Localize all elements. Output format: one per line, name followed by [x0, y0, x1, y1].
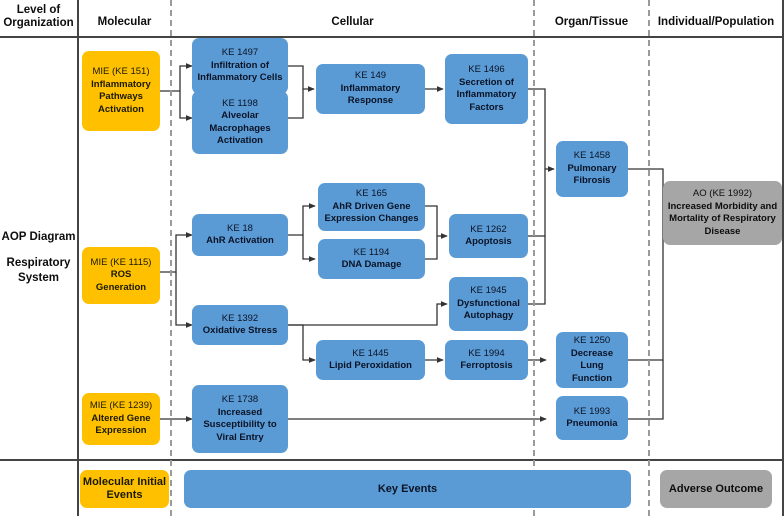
node-mie-1239-name: Altered Gene Expression	[91, 412, 151, 437]
node-ke-1198-name: Alveolar Macrophages Activation	[209, 110, 271, 146]
node-ke-1250[interactable]: KE 1250 Decrease Lung Function	[556, 332, 628, 388]
caption-line3: System	[18, 272, 59, 284]
legend-adverse-outcome[interactable]: Adverse Outcome	[660, 470, 772, 508]
node-ao-1992[interactable]: AO (KE 1992) Increased Morbidity and Mor…	[663, 181, 782, 245]
node-ke-1262-id: KE 1262	[470, 223, 507, 235]
node-ke-149-id: KE 149	[354, 70, 387, 82]
node-ke-1496-id: KE 1496	[468, 64, 505, 75]
header-underline	[0, 36, 784, 38]
header-level-of-organization: Level of Organization	[0, 4, 77, 30]
header-cellular: Cellular	[331, 16, 374, 28]
node-ke-1392[interactable]: KE 1392 Oxidative Stress	[192, 305, 288, 345]
node-ke-1194-name: DNA Damage	[341, 259, 402, 270]
column-separator-cellular-organ	[533, 0, 535, 516]
node-ke-1250-name: Decrease Lung Function	[570, 347, 614, 384]
diagram-right-border	[782, 0, 784, 516]
node-ke-1994-name: Ferroptosis	[460, 360, 513, 371]
node-ke-1945-id: KE 1945	[470, 285, 507, 297]
node-mie-1239[interactable]: MIE (KE 1239) Altered Gene Expression	[82, 393, 160, 445]
node-ke-165-id: KE 165	[355, 188, 388, 200]
header-molecular: Molecular	[97, 16, 152, 28]
column-divider-level	[77, 0, 79, 516]
node-ke-18[interactable]: KE 18 AhR Activation	[192, 214, 288, 256]
legend-key-events[interactable]: Key Events	[184, 470, 631, 508]
node-ke-165-name: AhR Driven Gene Expression Changes	[324, 200, 419, 225]
node-ke-1445[interactable]: KE 1445 Lipid Peroxidation	[316, 340, 425, 380]
node-ke-165[interactable]: KE 165 AhR Driven Gene Expression Change…	[318, 183, 425, 231]
node-ke-1458-id: KE 1458	[573, 150, 611, 162]
legend-divider	[0, 459, 784, 461]
diagram-caption: AOP Diagram Respiratory System	[0, 230, 77, 286]
header-individual-population: Individual/Population	[657, 16, 775, 28]
node-ke-1262[interactable]: KE 1262 Apoptosis	[449, 214, 528, 258]
node-ke-1194-id: KE 1194	[353, 246, 390, 258]
header-level-line2: Organization	[3, 17, 74, 29]
legend-molecular-initial-events[interactable]: Molecular Initial Events	[80, 470, 169, 508]
node-ke-1993-id: KE 1993	[573, 405, 611, 417]
node-ke-1445-id: KE 1445	[352, 347, 389, 359]
node-ke-1945-name: Dysfunctional Autophagy	[457, 297, 520, 322]
node-mie-1115[interactable]: MIE (KE 1115) ROS Generation	[82, 247, 160, 304]
node-ke-1738[interactable]: KE 1738 Increased Susceptibility to Vira…	[192, 385, 288, 453]
header-organ-tissue: Organ/Tissue	[554, 16, 629, 28]
node-ke-1262-name: Apoptosis	[465, 236, 512, 247]
node-ke-1497-name: Infiltration of Inflammatory Cells	[197, 59, 283, 84]
node-ke-1994-id: KE 1994	[468, 347, 505, 359]
node-ao-1992-name: Increased Morbidity and Mortality of Res…	[667, 200, 778, 237]
node-ke-1497[interactable]: KE 1497 Infiltration of Inflammatory Cel…	[192, 38, 288, 94]
node-mie-1115-id: MIE (KE 1115)	[90, 256, 152, 268]
node-ke-1993-name: Pneumonia	[566, 418, 618, 429]
node-ke-1198[interactable]: KE 1198 Alveolar Macrophages Activation	[192, 91, 288, 154]
node-ke-1496[interactable]: KE 1496 Secretion of Inflammatory Factor…	[445, 54, 528, 124]
node-ke-1392-id: KE 1392	[221, 312, 259, 324]
column-separator-organ-individual	[648, 0, 650, 516]
node-mie-1115-name: ROS Generation	[95, 269, 147, 293]
caption-line2: Respiratory	[6, 257, 71, 269]
node-ke-1994[interactable]: KE 1994 Ferroptosis	[445, 340, 528, 380]
header-level-line1: Level of	[16, 4, 61, 16]
node-mie-151-id: MIE (KE 151)	[92, 66, 150, 77]
node-ke-1458-name: Pulmonary Fibrosis	[567, 162, 617, 187]
node-ke-1392-name: Oxidative Stress	[202, 325, 278, 336]
caption-line1: AOP Diagram	[1, 231, 76, 243]
node-ke-149-name: Inflammatory Response	[340, 82, 401, 107]
node-ao-1992-id: AO (KE 1992)	[692, 188, 753, 199]
node-ke-1250-id: KE 1250	[573, 335, 611, 346]
node-mie-151[interactable]: MIE (KE 151) Inflammatory Pathways Activ…	[82, 51, 160, 131]
node-ke-1194[interactable]: KE 1194 DNA Damage	[318, 239, 425, 279]
node-ke-1738-name: Increased Susceptibility to Viral Entry	[203, 406, 277, 443]
node-ke-1945[interactable]: KE 1945 Dysfunctional Autophagy	[449, 277, 528, 331]
node-ke-18-name: AhR Activation	[206, 235, 274, 246]
node-ke-18-id: KE 18	[227, 222, 253, 234]
node-ke-1445-name: Lipid Peroxidation	[329, 360, 412, 371]
node-ke-1458[interactable]: KE 1458 Pulmonary Fibrosis	[556, 141, 628, 197]
node-mie-1239-id: MIE (KE 1239)	[89, 400, 153, 412]
node-ke-1738-id: KE 1738	[221, 394, 259, 405]
node-ke-1993[interactable]: KE 1993 Pneumonia	[556, 396, 628, 440]
node-ke-1497-id: KE 1497	[221, 47, 259, 59]
node-ke-149[interactable]: KE 149 Inflammatory Response	[316, 64, 425, 114]
column-separator-molecular-cellular	[170, 0, 172, 516]
node-ke-1496-name: Secretion of Inflammatory Factors	[456, 76, 517, 113]
node-mie-151-name: Inflammatory Pathways Activation	[91, 78, 151, 115]
node-ke-1198-id: KE 1198	[222, 97, 258, 109]
